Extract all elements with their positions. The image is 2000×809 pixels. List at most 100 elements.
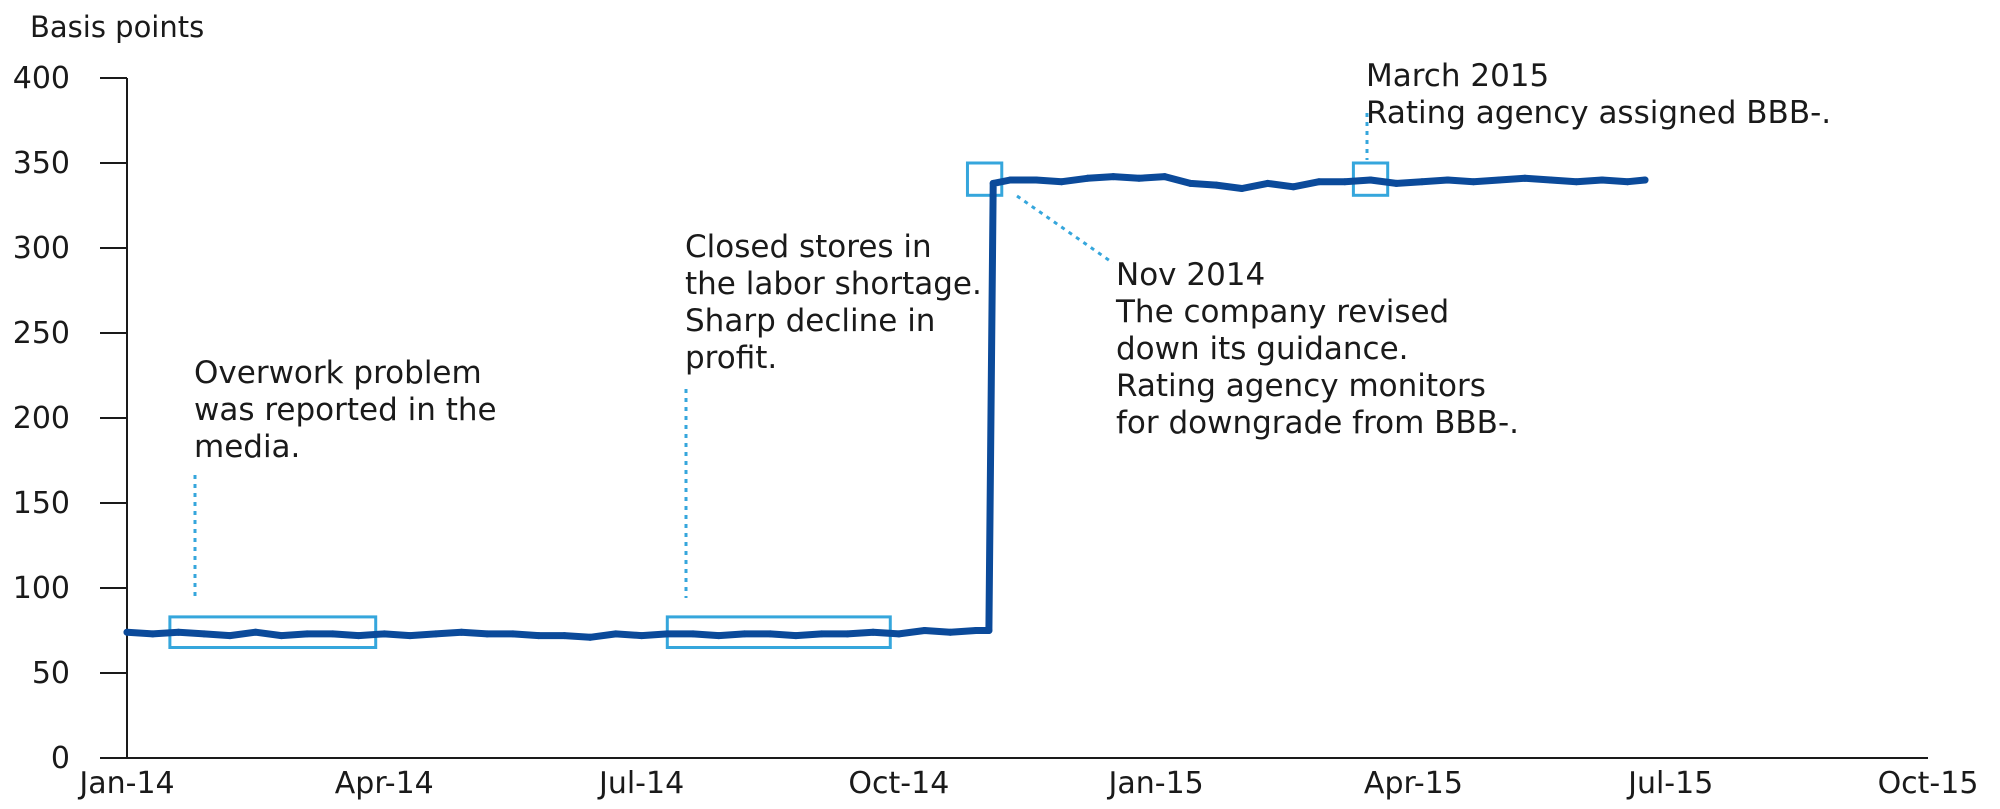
y-tick-label: 100 <box>13 571 70 606</box>
data-point <box>792 632 800 640</box>
data-point <box>355 632 363 640</box>
annotation-line: the labor shortage. <box>685 266 982 302</box>
series-layer <box>123 173 1649 641</box>
data-point <box>1264 179 1272 187</box>
data-point <box>1418 178 1426 186</box>
data-point <box>1521 174 1529 182</box>
data-point <box>895 630 903 638</box>
annotation-line: Overwork problem <box>194 355 482 391</box>
data-point <box>1624 178 1632 186</box>
data-point <box>1367 176 1375 184</box>
data-point <box>766 630 774 638</box>
data-point <box>226 632 234 640</box>
annotation-line: Nov 2014 <box>1116 257 1265 293</box>
data-point <box>432 630 440 638</box>
data-point <box>1186 179 1194 187</box>
data-point <box>483 630 491 638</box>
data-point <box>277 632 285 640</box>
data-point <box>457 628 465 636</box>
data-point <box>989 179 997 187</box>
annotation-line: Rating agency assigned BBB-. <box>1366 95 1831 131</box>
y-tick-label: 400 <box>13 61 70 96</box>
x-tick-label: Jul-14 <box>597 766 684 801</box>
data-point <box>586 633 594 641</box>
data-point <box>123 628 131 636</box>
x-tick-label: Jan-15 <box>1107 766 1204 801</box>
data-point <box>1547 176 1555 184</box>
data-point <box>740 630 748 638</box>
annotation-line: March 2015 <box>1366 58 1549 94</box>
data-point <box>689 630 697 638</box>
y-tick-label: 350 <box>13 146 70 181</box>
y-tick-label: 250 <box>13 316 70 351</box>
data-point <box>1641 176 1649 184</box>
data-point <box>663 630 671 638</box>
data-point <box>1469 178 1477 186</box>
data-point <box>1084 174 1092 182</box>
data-point <box>1392 179 1400 187</box>
data-point <box>1135 174 1143 182</box>
data-point <box>149 630 157 638</box>
data-point <box>174 628 182 636</box>
data-point <box>535 632 543 640</box>
data-point <box>612 630 620 638</box>
data-point <box>406 632 414 640</box>
data-point <box>946 628 954 636</box>
x-tick-label: Jan-14 <box>77 766 174 801</box>
y-tick-label: 0 <box>51 741 70 776</box>
y-tick-label: 50 <box>32 656 70 691</box>
data-point <box>1238 185 1246 192</box>
data-point <box>1058 178 1066 186</box>
data-point <box>1444 176 1452 184</box>
data-point <box>972 627 980 634</box>
y-axis-ticks: 0 50 100 150 200 250 300 350 400 <box>13 61 127 776</box>
annotation-line: was reported in the <box>194 392 497 428</box>
data-point <box>1598 176 1606 184</box>
annotation-leader <box>1016 194 1114 265</box>
y-tick-label: 150 <box>13 486 70 521</box>
data-point <box>1341 178 1349 186</box>
data-point <box>1495 176 1503 184</box>
data-point <box>1006 176 1014 184</box>
annotation-line: Rating agency monitors <box>1116 368 1486 404</box>
data-point <box>1572 178 1580 186</box>
data-point <box>380 630 388 638</box>
x-tick-label: Jul-15 <box>1626 766 1713 801</box>
y-axis-title: Basis points <box>30 10 204 44</box>
x-axis-ticks: Jan-14 Apr-14 Jul-14 Oct-14 Jan-15 Apr-15 Jul-… <box>77 766 1978 801</box>
annotation-line: The company revised <box>1115 294 1449 330</box>
data-point <box>921 627 929 634</box>
data-point <box>715 632 723 640</box>
data-point <box>303 630 311 638</box>
data-point <box>985 627 993 634</box>
data-point <box>638 632 646 640</box>
annotation-line: profit. <box>685 340 777 376</box>
annotation-line: Sharp decline in <box>685 303 935 339</box>
data-point <box>1161 173 1169 181</box>
data-point <box>560 632 568 640</box>
annotation-line: down its guidance. <box>1116 331 1409 367</box>
annotation-line: Closed stores in <box>685 229 932 265</box>
y-tick-label: 200 <box>13 401 70 436</box>
x-tick-label: Oct-15 <box>1878 766 1979 801</box>
annotation-line: media. <box>194 429 300 465</box>
data-point <box>252 628 260 636</box>
data-point <box>843 630 851 638</box>
data-point <box>869 628 877 636</box>
data-point <box>1109 173 1117 181</box>
data-point <box>509 630 517 638</box>
x-tick-label: Apr-15 <box>1364 766 1463 801</box>
y-tick-label: 300 <box>13 231 70 266</box>
x-tick-label: Oct-14 <box>848 766 949 801</box>
x-tick-label: Apr-14 <box>335 766 434 801</box>
data-point <box>1032 176 1040 184</box>
data-point <box>818 630 826 638</box>
data-point <box>1289 183 1297 191</box>
